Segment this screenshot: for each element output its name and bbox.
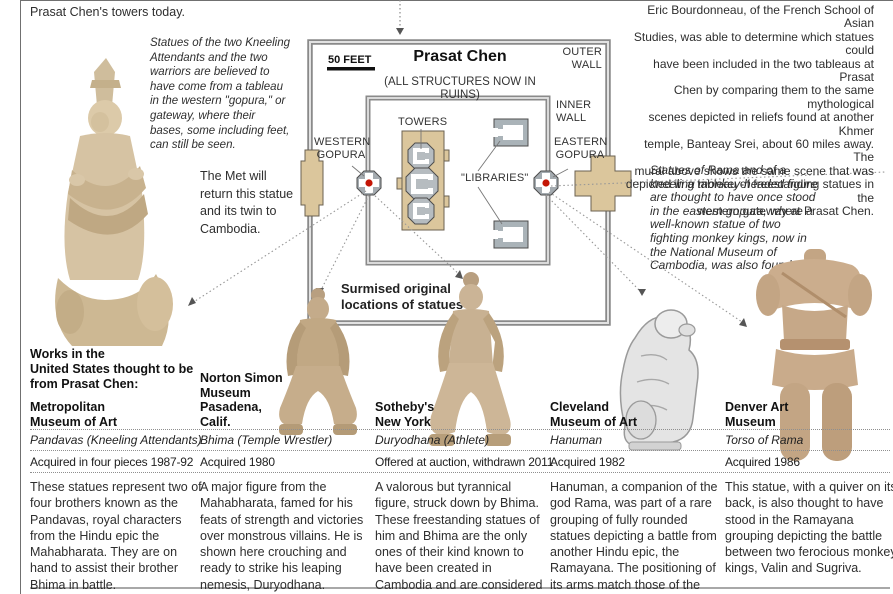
acquisition-note: Offered at auction, withdrawn 2011 — [375, 455, 554, 469]
top-left-caption: Prasat Chen's towers today. — [30, 5, 186, 19]
acquisition-note: Acquired 1980 — [200, 455, 275, 469]
work-title: Pandavas (Kneeling Attendants) — [30, 433, 202, 447]
acquisition-note: Acquired 1982 — [550, 455, 625, 469]
outer-wall-label: OUTER WALL — [562, 46, 602, 71]
map-subtitle: (ALL STRUCTURES NOW IN RUINS) — [384, 76, 536, 101]
libraries-label: "LIBRARIES" — [461, 172, 529, 184]
tower-icon — [407, 197, 435, 225]
museum-name-cleveland: Cleveland Museum of Art — [550, 400, 638, 429]
museum-name-denver: Denver Art Museum — [725, 400, 789, 429]
table-dotted-rule — [30, 472, 890, 473]
table-bottom-rule — [30, 587, 890, 589]
scale-bar — [327, 67, 375, 71]
western-gopura-icon — [356, 170, 382, 196]
table-dotted-rule — [30, 429, 890, 430]
work-description: Hanuman, a companion of the god Rama, wa… — [550, 480, 718, 592]
rama-statues-caption: Statues of Rama and of a kneeling monkey… — [650, 163, 818, 273]
surmised-locations-note: Surmised original locations of statues — [341, 281, 464, 312]
library-icon — [493, 118, 529, 147]
bhima-statue-photo — [279, 288, 357, 435]
work-description: A major figure from the Mahabharata, fam… — [200, 480, 364, 592]
kneeling-attendants-caption: Statues of the two Kneeling Attendants a… — [150, 37, 291, 152]
label-pointer-lines — [351, 129, 569, 225]
museum-name-metropolitan: Metropolitan Museum of Art — [30, 400, 118, 429]
eastern-gopura-icon — [533, 170, 559, 196]
west-entrance-structure — [300, 149, 324, 217]
acquisition-note: Acquired 1986 — [725, 455, 800, 469]
inner-wall-label: INNER WALL — [556, 99, 592, 124]
met-return-note: The Met will return this statue and its … — [200, 169, 294, 236]
work-description: A valorous but tyrannical figure, struck… — [375, 480, 543, 592]
work-title: Bhima (Temple Wrestler) — [200, 433, 333, 447]
table-dotted-rule — [30, 450, 890, 451]
top-rule — [20, 0, 893, 1]
bourdonneau-paragraph: Eric Bourdonneau, of the French School o… — [625, 3, 874, 219]
western-gopura-label: WESTERN GOPURA — [314, 136, 371, 161]
map-title: Prasat Chen — [413, 48, 507, 65]
museum-name-norton-simon: Norton Simon Museum Pasadena, Calif. — [200, 371, 283, 429]
east-entrance-structure — [574, 155, 632, 212]
map-scale-label: 50 FEET — [328, 54, 372, 66]
work-title: Torso of Rama — [725, 433, 804, 447]
mural-pointer-arrow — [396, 0, 404, 35]
work-title: Hanuman — [550, 433, 603, 447]
work-description: This statue, with a quiver on its back, … — [725, 480, 893, 576]
statue-locator-lines — [191, 171, 886, 325]
towers-label: TOWERS — [398, 116, 448, 128]
hanuman-statue-illustration — [619, 309, 699, 451]
work-description: These statues represent two of four brot… — [30, 480, 202, 592]
tower-icon — [405, 167, 439, 201]
acquisition-note: Acquired in four pieces 1987-92 — [30, 455, 194, 469]
eastern-gopura-label: EASTERN GOPURA — [554, 136, 608, 161]
table-intro: Works in the United States thought to be… — [30, 347, 194, 391]
left-column-rule — [20, 0, 21, 594]
rama-torso-photo — [756, 249, 872, 461]
met-kneeling-attendant-photo — [55, 58, 173, 346]
work-title: Duryodhana (Athlete) — [375, 433, 490, 447]
library-icon — [493, 220, 529, 249]
museum-name-sothebys: Sotheby's New York — [375, 400, 435, 429]
duryodhana-statue-photo — [429, 272, 511, 446]
